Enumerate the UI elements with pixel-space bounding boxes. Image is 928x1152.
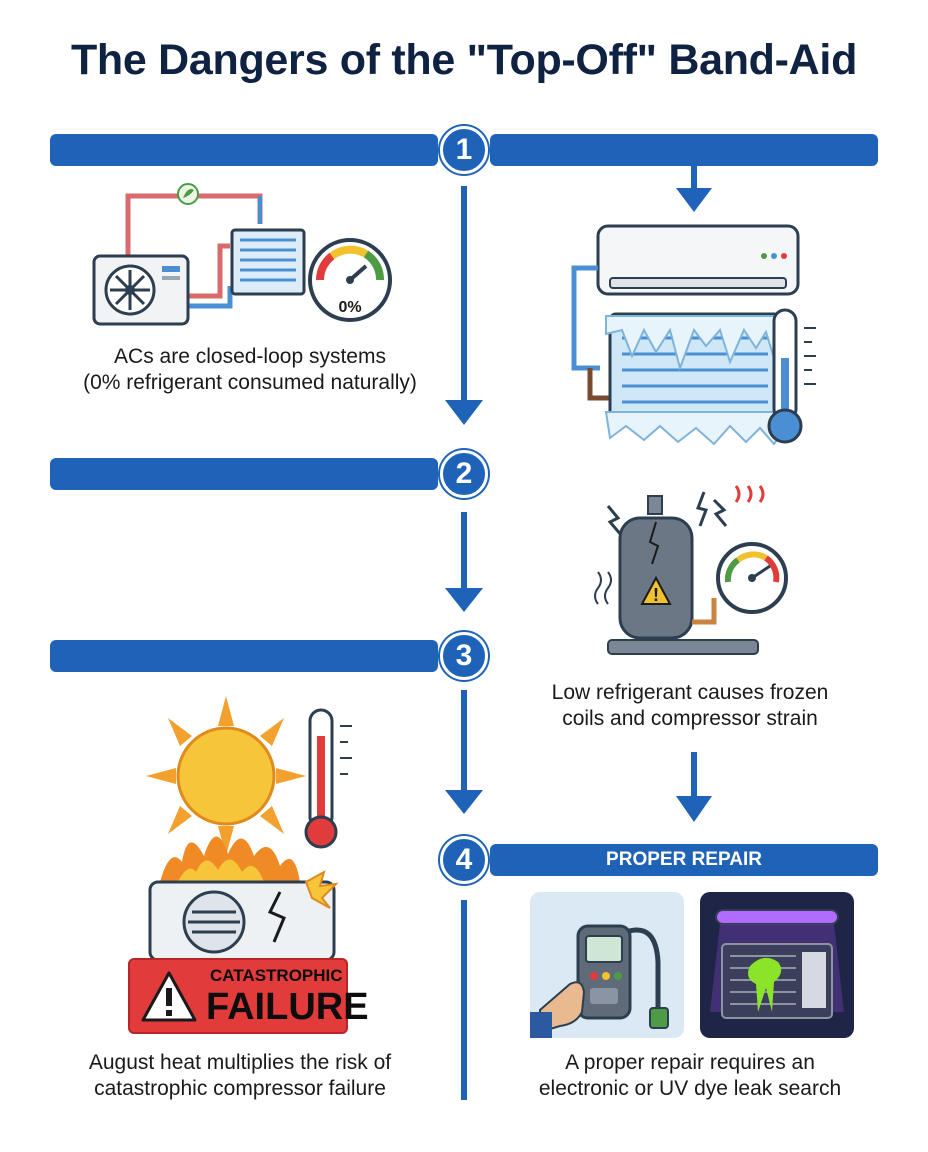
- proper-repair-caption-line1: A proper repair requires an: [565, 1051, 815, 1074]
- compressor-strain-illustration: !: [594, 485, 788, 655]
- catastrophic-failure-badge: CATASTROPHIC FAILURE: [128, 958, 369, 1034]
- proper-repair-label: PROPER REPAIR: [606, 849, 762, 870]
- step-1-bar-right: [490, 134, 878, 166]
- svg-text:!: !: [653, 585, 659, 605]
- step-3-bar: [50, 640, 438, 672]
- august-heat-caption-line2: catastrophic compressor failure: [94, 1077, 386, 1100]
- step-3-badge: 3: [440, 632, 488, 680]
- step-2-badge: 2: [440, 450, 488, 498]
- step-1-badge: 1: [440, 126, 488, 174]
- step-1-bar-left: [50, 134, 438, 166]
- step-4-badge: 4: [440, 836, 488, 884]
- closed-loop-ac-illustration: 0%: [92, 183, 392, 326]
- closed-loop-caption-line1: ACs are closed-loop systems: [114, 345, 386, 368]
- low-refrigerant-caption-line2: coils and compressor strain: [562, 707, 818, 730]
- gauge-percent-label: 0%: [338, 299, 361, 316]
- warning-icon: [141, 971, 197, 1022]
- august-heat-caption: August heat multiplies the risk of catas…: [40, 1050, 440, 1102]
- failure-badge-line2: FAILURE: [206, 986, 369, 1028]
- low-refrigerant-caption: Low refrigerant causes frozen coils and …: [490, 680, 890, 732]
- proper-repair-caption: A proper repair requires an electronic o…: [490, 1050, 890, 1102]
- step-2-bar: [50, 458, 438, 490]
- low-refrigerant-caption-line1: Low refrigerant causes frozen: [551, 681, 829, 704]
- heat-failure-illustration: [146, 696, 352, 962]
- closed-loop-caption: ACs are closed-loop systems (0% refriger…: [50, 344, 450, 396]
- failure-badge-line1: CATASTROPHIC: [210, 966, 343, 985]
- closed-loop-caption-line2: (0% refrigerant consumed naturally): [83, 371, 417, 394]
- step-4-bar: [490, 844, 878, 876]
- uv-dye-leak-illustration: [700, 892, 854, 1038]
- august-heat-caption-line1: August heat multiplies the risk of: [88, 1051, 392, 1074]
- electronic-leak-detector-illustration: [530, 892, 684, 1038]
- frozen-coil-illustration: [571, 224, 816, 446]
- proper-repair-caption-line2: electronic or UV dye leak search: [538, 1077, 842, 1100]
- page-title: The Dangers of the "Top-Off" Band-Aid: [70, 36, 858, 84]
